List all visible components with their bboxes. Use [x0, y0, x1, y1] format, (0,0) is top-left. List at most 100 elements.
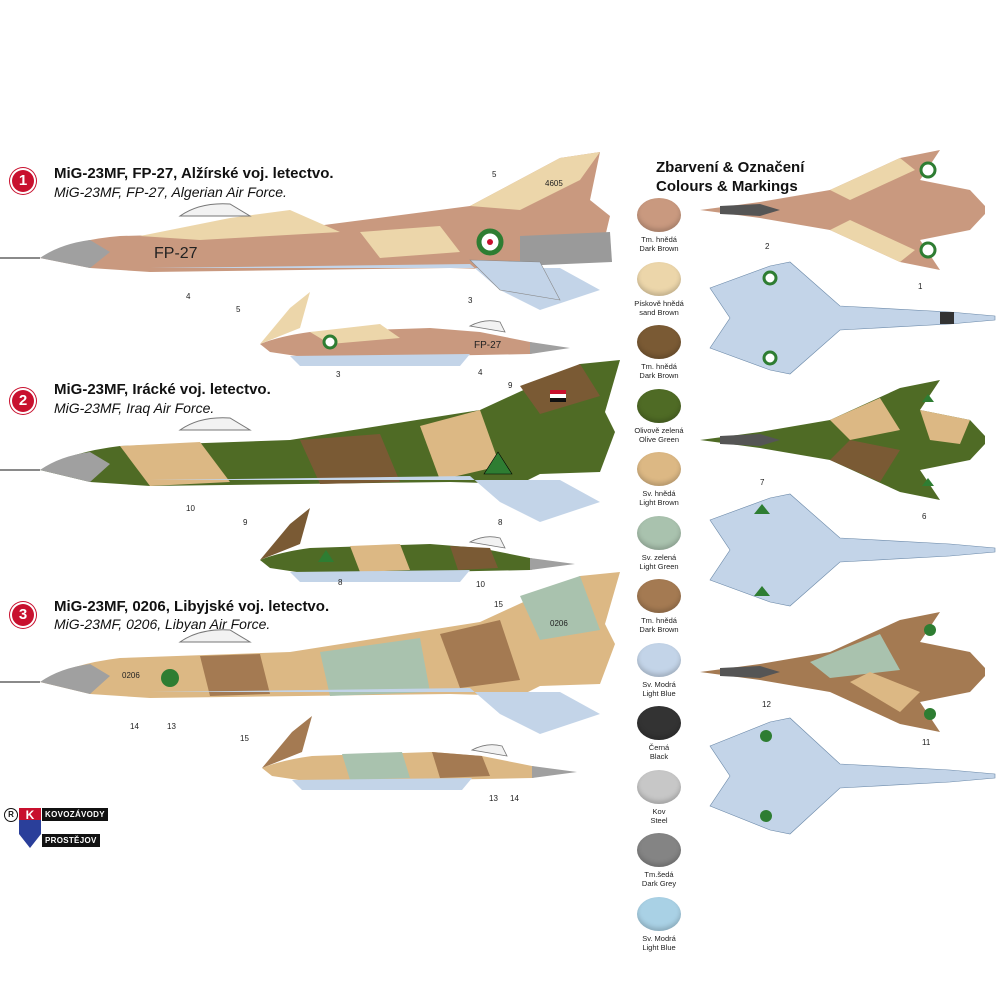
callout-5: 5 [492, 170, 497, 179]
color-swatch [637, 896, 681, 931]
callout-6: 6 [922, 512, 927, 521]
aircraft-2-side-small [260, 508, 575, 582]
callout-9: 9 [508, 381, 513, 390]
callout-5b: 5 [236, 305, 241, 314]
aircraft-1-side-small: FP-27 [260, 292, 570, 366]
color-swatch [637, 261, 681, 296]
aircraft-3-bottom-view [709, 717, 996, 835]
swatch-label-cz: Sv. zelená [641, 552, 677, 562]
swatch-label-cz: Kov [652, 806, 666, 816]
svg-text:K: K [26, 808, 35, 822]
aircraft-2-top-view [700, 380, 985, 500]
kovozavody-logo: R K KOVOZÁVODY PROSTĚJOV [4, 808, 116, 848]
callout-10: 10 [186, 504, 195, 513]
callout-8: 8 [498, 518, 503, 527]
swatch-label-en: Light Green [639, 561, 679, 571]
color-swatch [637, 769, 681, 804]
palette-title-en: Colours & Markings [656, 178, 798, 195]
callout-12: 12 [762, 700, 771, 709]
section-1-title-en: MiG-23MF, FP-27, Algerian Air Force. [54, 184, 287, 200]
swatch-label-en: Light Brown [639, 498, 679, 507]
swatch-label-en: Dark Grey [641, 879, 677, 888]
swatch-label-en: sand Brown [639, 307, 679, 317]
swatch-label-cz: Tm. hnědá [641, 362, 677, 371]
swatch-label-en: Dark Brown [639, 371, 679, 380]
palette-title-cz: Zbarvení & Označení [656, 159, 805, 176]
aircraft-2-side-large [0, 360, 620, 522]
callout-13b: 13 [489, 794, 498, 803]
aircraft-1-tail-number: 4605 [545, 179, 563, 188]
swatch-label-en: Steel [650, 815, 668, 825]
section-2-title-en: MiG-23MF, Iraq Air Force. [54, 400, 215, 416]
callout-15b: 15 [240, 734, 249, 743]
callout-14: 14 [130, 722, 139, 731]
aircraft-3-top-view [700, 612, 985, 732]
callout-7: 7 [760, 478, 765, 487]
registered-mark: R [4, 808, 18, 822]
aircraft-1-small-serial: FP-27 [474, 340, 502, 351]
aircraft-1-serial: FP-27 [154, 245, 198, 262]
section-1-badge: 1 [12, 170, 34, 192]
callout-3b: 3 [336, 370, 341, 379]
aircraft-3-tail-number: 0206 [550, 619, 568, 628]
callout-4: 4 [186, 292, 191, 301]
aircraft-2-bottom-view [709, 493, 996, 607]
section-2-badge: 2 [12, 390, 34, 412]
color-swatch [637, 642, 681, 677]
swatch-label-en: Black [649, 752, 669, 761]
swatch-label-cz: Sv. Modrá [642, 933, 676, 943]
callout-3: 3 [468, 296, 473, 305]
swatch-label-en: Dark Brown [639, 625, 679, 634]
aircraft-3-serial: 0206 [122, 671, 140, 680]
color-swatch [637, 515, 681, 550]
swatch-label-en: Light Blue [642, 688, 676, 698]
section-3-badge: 3 [12, 604, 34, 626]
aircraft-1-side-large: FP-27 4605 [0, 152, 612, 310]
section-3-title-en: MiG-23MF, 0206, Libyan Air Force. [54, 616, 271, 632]
swatch-label-cz: Olivově zelená [634, 425, 684, 435]
swatch-label-cz: Černá [648, 743, 670, 752]
aircraft-3-side-large: 0206 0206 [0, 572, 620, 734]
callout-1: 1 [918, 282, 923, 291]
callout-9b: 9 [243, 518, 248, 527]
section-2-title-cz: MiG-23MF, Irácké voj. letectvo. [54, 381, 271, 398]
brand-top: KOVOZÁVODY [42, 808, 108, 821]
swatch-label-en: Olive Green [638, 434, 680, 444]
swatch-label-cz: Tm. hnědá [641, 235, 677, 244]
color-swatch [637, 833, 681, 867]
aircraft-1-bottom-view [709, 261, 996, 375]
swatch-label-cz: Tm. hnědá [641, 616, 677, 625]
callout-11: 11 [922, 738, 931, 747]
swatch-label-en: Dark Brown [639, 244, 679, 253]
callout-10b: 10 [476, 580, 485, 589]
color-swatch [637, 325, 681, 359]
callout-2: 2 [765, 242, 770, 251]
swatch-label-cz: Sv. hnědá [642, 489, 676, 498]
callout-13: 13 [167, 722, 176, 731]
callout-4b: 4 [478, 368, 483, 377]
section-1-title-cz: MiG-23MF, FP-27, Alžírské voj. letectvo. [54, 165, 334, 182]
swatch-label-cz: Pískově hnědá [634, 298, 684, 308]
swatch-label-cz: Tm.šedá [644, 870, 674, 879]
brand-bottom: PROSTĚJOV [42, 834, 100, 847]
color-swatch [637, 579, 681, 613]
aircraft-1-top-view [700, 150, 985, 270]
swatch-label-cz: Sv. Modrá [642, 679, 676, 689]
section-3-title-cz: MiG-23MF, 0206, Libyjské voj. letectvo. [54, 598, 330, 615]
color-swatch [637, 706, 681, 740]
color-swatch [637, 198, 681, 232]
color-swatch [637, 452, 681, 486]
callout-14b: 14 [510, 794, 519, 803]
k-shield-icon: K [19, 808, 41, 848]
